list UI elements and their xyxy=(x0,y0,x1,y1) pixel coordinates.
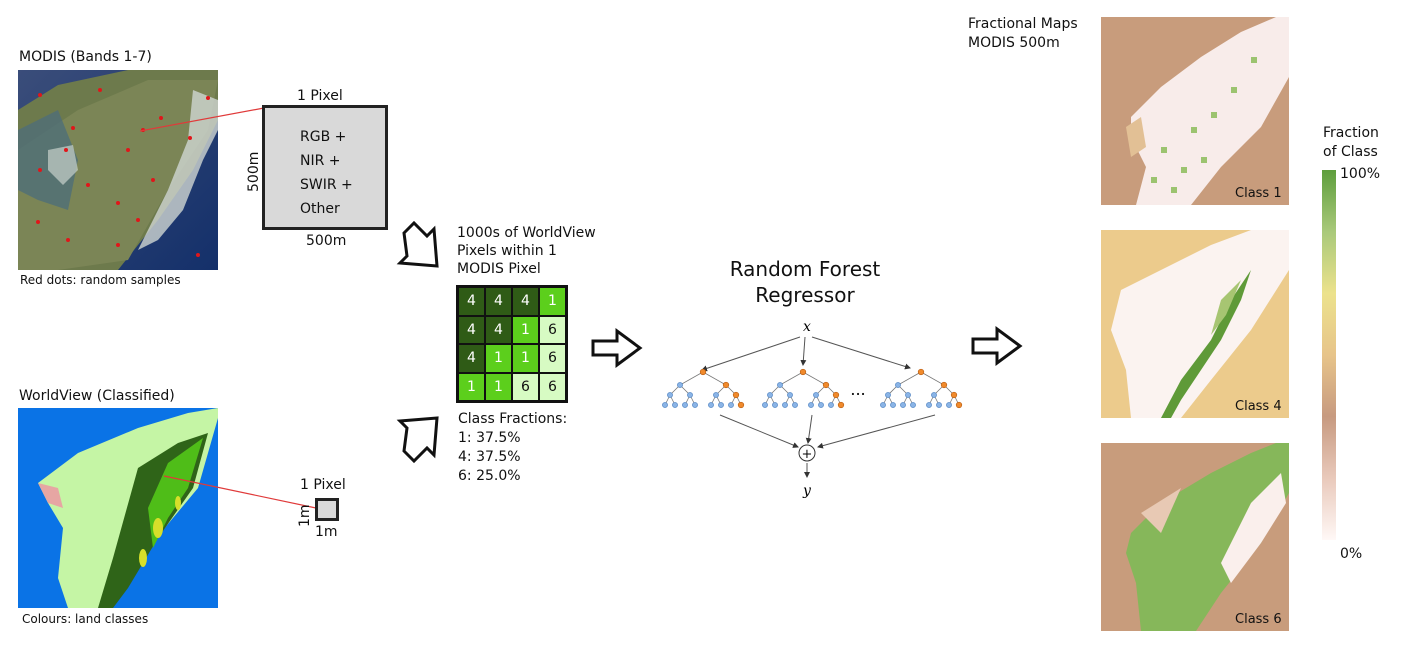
modis-pixel-title: 1 Pixel xyxy=(297,88,343,104)
fractions-title: Class Fractions: xyxy=(458,411,568,427)
rf-input-label: x xyxy=(803,319,811,335)
grid-title-line: 1000s of WorldView xyxy=(457,225,596,241)
modis-connector-line xyxy=(139,107,265,132)
rf-ellipsis: ... xyxy=(850,380,865,399)
grid-cell: 1 xyxy=(540,288,565,315)
fraction-item: 4: 37.5% xyxy=(458,449,521,465)
maps-title-line: Fractional Maps xyxy=(968,16,1078,32)
worldview-caption: Colours: land classes xyxy=(22,612,149,626)
grid-cell: 4 xyxy=(459,316,484,343)
worldview-image xyxy=(18,408,218,608)
fraction-map-class-6 xyxy=(1101,443,1289,631)
rf-output-label: y xyxy=(802,483,812,499)
wv-pixel-box xyxy=(315,498,339,521)
colorbar xyxy=(1322,170,1336,540)
sum-node-icon xyxy=(798,444,816,462)
random-forest-diagram: x xyxy=(662,319,963,499)
colorbar-bottom-label: 0% xyxy=(1340,546,1363,562)
grid-cell: 1 xyxy=(513,345,538,372)
grid-cell: 4 xyxy=(486,316,511,343)
rf-title-line: Regressor xyxy=(755,283,855,307)
grid-title: 1000s of WorldView Pixels within 1 MODIS… xyxy=(457,224,596,278)
arrow-up-right-icon xyxy=(396,416,439,464)
band-line: RGB + xyxy=(300,129,347,145)
rf-plus: + xyxy=(802,447,813,462)
rf-title-line: Random Forest xyxy=(729,257,881,281)
grid-cell: 1 xyxy=(513,316,538,343)
wv-pixel-bottom-label: 1m xyxy=(315,524,338,540)
maps-title: Fractional Maps MODIS 500m xyxy=(968,15,1078,53)
grid-cell: 1 xyxy=(486,345,511,372)
colorbar-top-label: 100% xyxy=(1340,166,1381,182)
grid-cell: 6 xyxy=(513,373,538,400)
decision-tree-icon xyxy=(662,368,745,409)
colorbar-title: Fraction of Class xyxy=(1323,124,1379,162)
band-line: SWIR + xyxy=(300,177,353,193)
fraction-item: 1: 37.5% xyxy=(458,430,521,446)
grid-cell: 6 xyxy=(540,373,565,400)
grid-title-line: MODIS Pixel xyxy=(457,261,541,277)
modis-pixel-bands: RGB + NIR + SWIR + Other xyxy=(265,125,363,221)
arrow-right-icon xyxy=(971,326,1023,366)
fraction-item: 6: 25.0% xyxy=(458,468,521,484)
fraction-map-class-1 xyxy=(1101,17,1289,205)
grid-cell: 4 xyxy=(513,288,538,315)
grid-cell: 6 xyxy=(540,345,565,372)
band-line: NIR + xyxy=(300,153,341,169)
sample-dots xyxy=(36,88,210,257)
arrow-right-icon xyxy=(591,328,643,368)
grid-cell: 1 xyxy=(459,373,484,400)
grid-cell: 4 xyxy=(486,288,511,315)
class-fractions: Class Fractions: 1: 37.5% 4: 37.5% 6: 25… xyxy=(458,410,567,486)
colorbar-title-line: Fraction xyxy=(1323,125,1379,141)
map-label-class-1: Class 1 xyxy=(1235,186,1282,201)
grid-cell: 6 xyxy=(540,316,565,343)
fraction-map-class-4 xyxy=(1101,230,1289,418)
maps-title-line: MODIS 500m xyxy=(968,35,1060,51)
modis-caption: Red dots: random samples xyxy=(20,273,181,287)
modis-pixel-box xyxy=(262,105,388,230)
modis-title: MODIS (Bands 1-7) xyxy=(19,49,152,65)
modis-image xyxy=(18,70,218,270)
modis-pixel-bottom-label: 500m xyxy=(306,233,347,249)
worldview-title: WorldView (Classified) xyxy=(19,388,175,404)
grid-cell: 4 xyxy=(459,288,484,315)
wv-pixel-title: 1 Pixel xyxy=(300,477,346,493)
grid-title-line: Pixels within 1 xyxy=(457,243,557,259)
grid-cell: 1 xyxy=(486,373,511,400)
map-label-class-6: Class 6 xyxy=(1235,612,1282,627)
arrow-down-right-icon xyxy=(396,220,439,268)
worldview-connector-line xyxy=(163,475,317,509)
rf-title: Random Forest Regressor xyxy=(680,256,930,308)
colorbar-title-line: of Class xyxy=(1323,144,1378,160)
grid-cell: 4 xyxy=(459,345,484,372)
band-line: Other xyxy=(300,201,340,217)
map-label-class-4: Class 4 xyxy=(1235,399,1282,414)
